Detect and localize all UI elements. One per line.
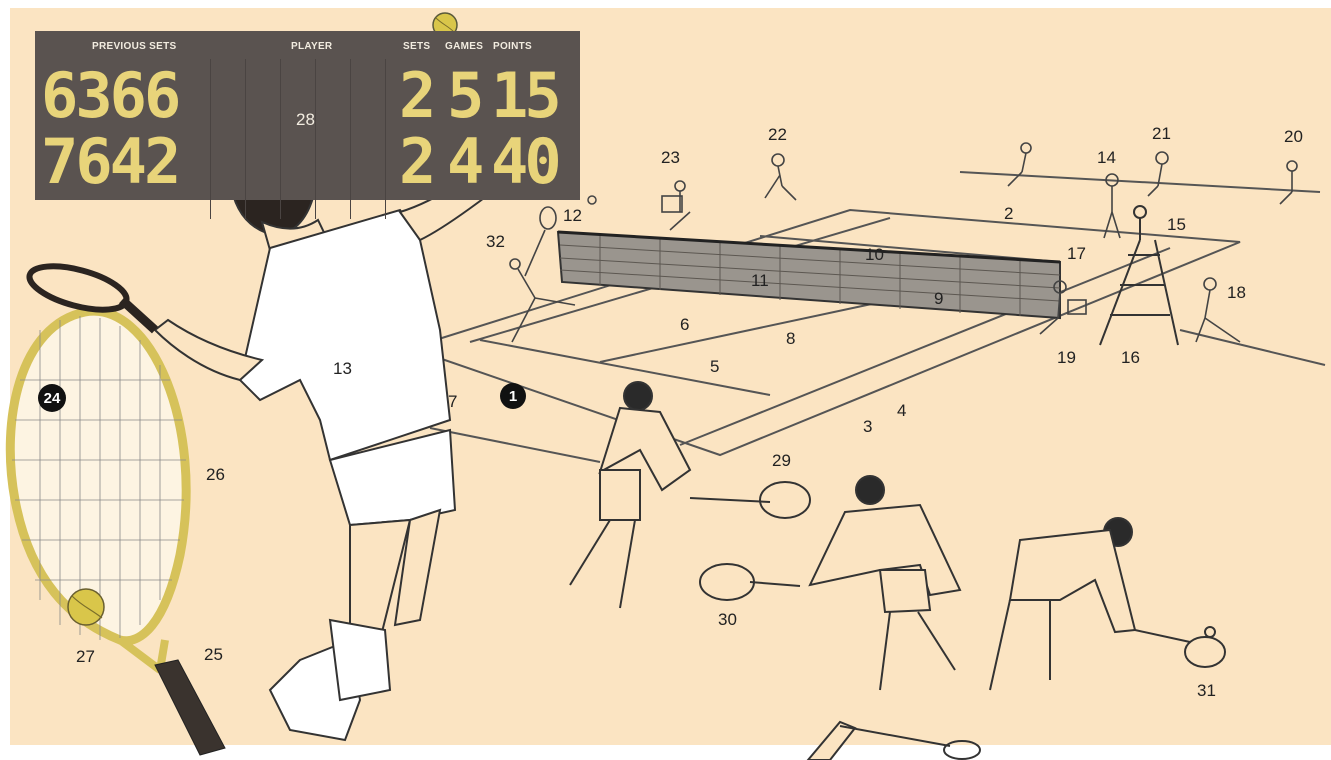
callout-4: 4 bbox=[897, 402, 906, 419]
row2-games: 4 bbox=[447, 125, 484, 198]
scoreboard-slat bbox=[315, 59, 316, 219]
callout-11: 11 bbox=[751, 272, 769, 289]
callout-9: 9 bbox=[934, 290, 943, 307]
callout-32: 32 bbox=[486, 233, 505, 250]
callout-6: 6 bbox=[680, 316, 689, 333]
row1-points: 15 bbox=[491, 59, 558, 132]
callout-30: 30 bbox=[718, 611, 737, 628]
callout-14: 14 bbox=[1097, 149, 1116, 166]
callout-7: 7 bbox=[448, 393, 457, 410]
scoreboard-slat bbox=[385, 59, 386, 219]
callout-29: 29 bbox=[772, 452, 791, 469]
player-label: 28 bbox=[296, 110, 315, 130]
scoreboard-slat bbox=[245, 59, 246, 219]
callout-25: 25 bbox=[204, 646, 223, 663]
callout-2: 2 bbox=[1004, 205, 1013, 222]
callout-16: 16 bbox=[1121, 349, 1140, 366]
row1-previous-sets: 6366 bbox=[41, 59, 178, 132]
row2-sets: 2 bbox=[399, 125, 436, 198]
scoreboard: PREVIOUS SETS PLAYER SETS GAMES POINTS 6… bbox=[35, 31, 580, 200]
callout-18: 18 bbox=[1227, 284, 1246, 301]
scoreboard-slat bbox=[210, 59, 211, 219]
callout-26: 26 bbox=[206, 466, 225, 483]
header-points: POINTS bbox=[493, 41, 532, 52]
callout-10: 10 bbox=[865, 246, 884, 263]
header-games: GAMES bbox=[445, 41, 483, 52]
callout-31: 31 bbox=[1197, 682, 1216, 699]
callout-22: 22 bbox=[768, 126, 787, 143]
callout-24: 24 bbox=[38, 384, 66, 412]
callout-12: 12 bbox=[563, 207, 582, 224]
callout-23: 23 bbox=[661, 149, 680, 166]
callout-19: 19 bbox=[1057, 349, 1076, 366]
row1-sets: 2 bbox=[399, 59, 436, 132]
scoreboard-slat bbox=[280, 59, 281, 219]
scoreboard-slat bbox=[350, 59, 351, 219]
callout-3: 3 bbox=[863, 418, 872, 435]
callout-27: 27 bbox=[76, 648, 95, 665]
row2-points: 40 bbox=[491, 125, 558, 198]
header-sets: SETS bbox=[403, 41, 430, 52]
callout-5: 5 bbox=[710, 358, 719, 375]
header-player: PLAYER bbox=[291, 41, 332, 52]
callout-15: 15 bbox=[1167, 216, 1186, 233]
header-previous-sets: PREVIOUS SETS bbox=[92, 41, 176, 52]
callout-17: 17 bbox=[1067, 245, 1086, 262]
row2-previous-sets: 7642 bbox=[41, 125, 178, 198]
section-badge: 1 bbox=[500, 383, 526, 409]
callout-20: 20 bbox=[1284, 128, 1303, 145]
callout-8: 8 bbox=[786, 330, 795, 347]
callout-21: 21 bbox=[1152, 125, 1171, 142]
callout-13: 13 bbox=[333, 360, 352, 377]
row1-games: 5 bbox=[447, 59, 484, 132]
